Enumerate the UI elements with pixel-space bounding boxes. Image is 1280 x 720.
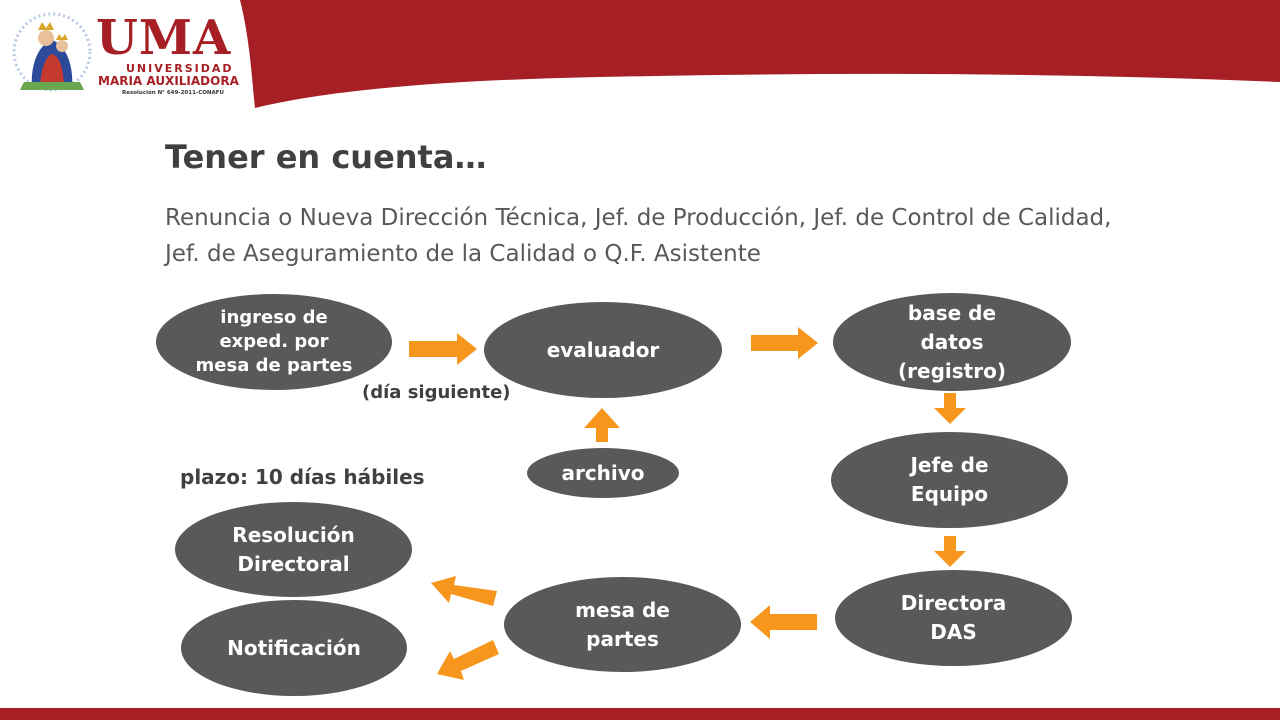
note-plazo: plazo: 10 días hábiles xyxy=(180,465,425,489)
node-resolucion-directoral: Resolución Directoral xyxy=(175,502,412,597)
arrow-up-archivo xyxy=(584,408,620,442)
logo-resolution: Resolución N° 649-2011-CONAFU xyxy=(122,90,224,96)
arrow-down-1 xyxy=(934,393,966,424)
footer-bar xyxy=(0,708,1280,720)
arrow-right-2 xyxy=(751,327,818,359)
node-base-de-datos: base de datos (registro) xyxy=(833,293,1071,391)
university-logo: UMA UNIVERSIDAD MARIA AUXILIADORA Resolu… xyxy=(10,10,250,100)
node-jefe-de-equipo: Jefe de Equipo xyxy=(831,432,1068,528)
logo-university-name: MARIA AUXILIADORA xyxy=(98,74,239,88)
arrow-right-1 xyxy=(409,333,477,365)
page-title: Tener en cuenta… xyxy=(165,138,487,176)
node-evaluador: evaluador xyxy=(484,302,722,398)
virgin-mary-emblem-icon xyxy=(12,12,92,92)
arrow-to-resolucion xyxy=(431,576,497,606)
logo-wordmark: UMA xyxy=(96,10,232,66)
node-ingreso-expediente: ingreso de exped. por mesa de partes xyxy=(156,294,392,390)
arrow-down-2 xyxy=(934,536,966,567)
arrow-to-notificacion xyxy=(437,640,499,680)
note-dia-siguiente: (día siguiente) xyxy=(362,382,511,403)
node-archivo: archivo xyxy=(527,448,679,498)
node-notificacion: Notificación xyxy=(181,600,407,696)
arrow-left-mesa xyxy=(750,605,817,639)
logo-university-label: UNIVERSIDAD xyxy=(126,62,234,75)
node-mesa-de-partes: mesa de partes xyxy=(504,577,741,672)
slide-subtitle: Renuncia o Nueva Dirección Técnica, Jef.… xyxy=(165,205,1112,267)
node-directora-das: Directora DAS xyxy=(835,570,1072,666)
